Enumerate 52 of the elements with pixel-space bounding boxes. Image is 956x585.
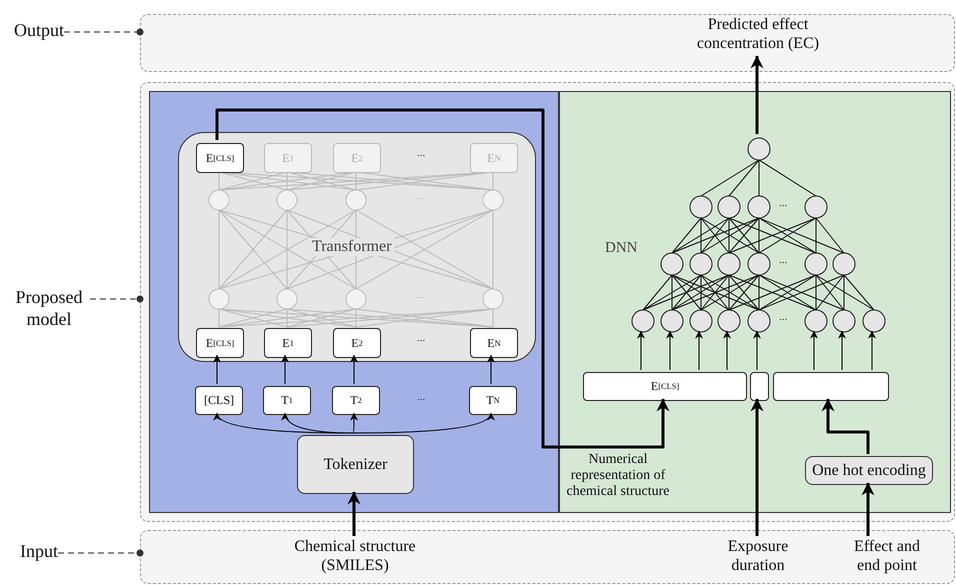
ellipsis: ... — [417, 148, 426, 159]
network-label: DNN — [605, 240, 638, 257]
section-label: Output — [14, 20, 64, 42]
ellipsis: ... — [779, 198, 788, 209]
tokenizer-box: Tokenizer — [297, 435, 414, 494]
input-label: Exposure duration — [713, 537, 803, 581]
arrow — [695, 330, 703, 370]
input-vector-box — [773, 372, 889, 401]
input-label: Effect and end point — [847, 537, 927, 581]
arrow — [353, 412, 493, 434]
ellipsis: ... — [417, 290, 426, 301]
block-label: Transformer — [309, 238, 394, 256]
ellipsis: ... — [779, 255, 788, 266]
transformer-block — [178, 132, 536, 362]
section-label: Proposed model — [8, 287, 90, 333]
encoding-box: One hot encoding — [805, 456, 933, 485]
arrow — [822, 398, 870, 454]
arrow — [348, 491, 360, 536]
arrow — [810, 330, 818, 370]
leader-line — [58, 550, 144, 556]
token-box: [CLS] — [195, 386, 243, 415]
ellipsis: ... — [779, 312, 788, 323]
ellipsis: ... — [417, 191, 426, 202]
arrow — [753, 330, 761, 370]
ellipsis: ... — [417, 392, 426, 403]
input-vector-box — [750, 372, 769, 401]
section-label: Input — [20, 541, 58, 563]
arrow — [487, 354, 495, 384]
leader-line — [90, 296, 144, 302]
arrow — [868, 330, 876, 370]
arrow — [637, 330, 645, 370]
arrow — [282, 412, 354, 434]
arrow — [750, 55, 764, 134]
arrow — [750, 398, 764, 536]
arrow — [723, 330, 731, 370]
output-band — [140, 14, 955, 72]
arrow — [281, 354, 289, 384]
arrow — [838, 330, 846, 370]
arrow — [862, 482, 874, 536]
arrow — [213, 354, 221, 384]
input-label: Chemical structure (SMILES) — [280, 537, 430, 581]
input-band — [140, 530, 955, 584]
arrow — [666, 330, 674, 370]
transformer-panel — [149, 91, 559, 513]
dnn-panel — [559, 91, 951, 513]
arrow — [350, 354, 358, 384]
arrow — [350, 412, 358, 434]
model-band — [140, 82, 955, 522]
leader-line — [64, 28, 144, 36]
ellipsis: ... — [417, 333, 426, 344]
arrow — [216, 108, 670, 448]
output-label: Predicted effect concentration (EC) — [678, 15, 838, 57]
